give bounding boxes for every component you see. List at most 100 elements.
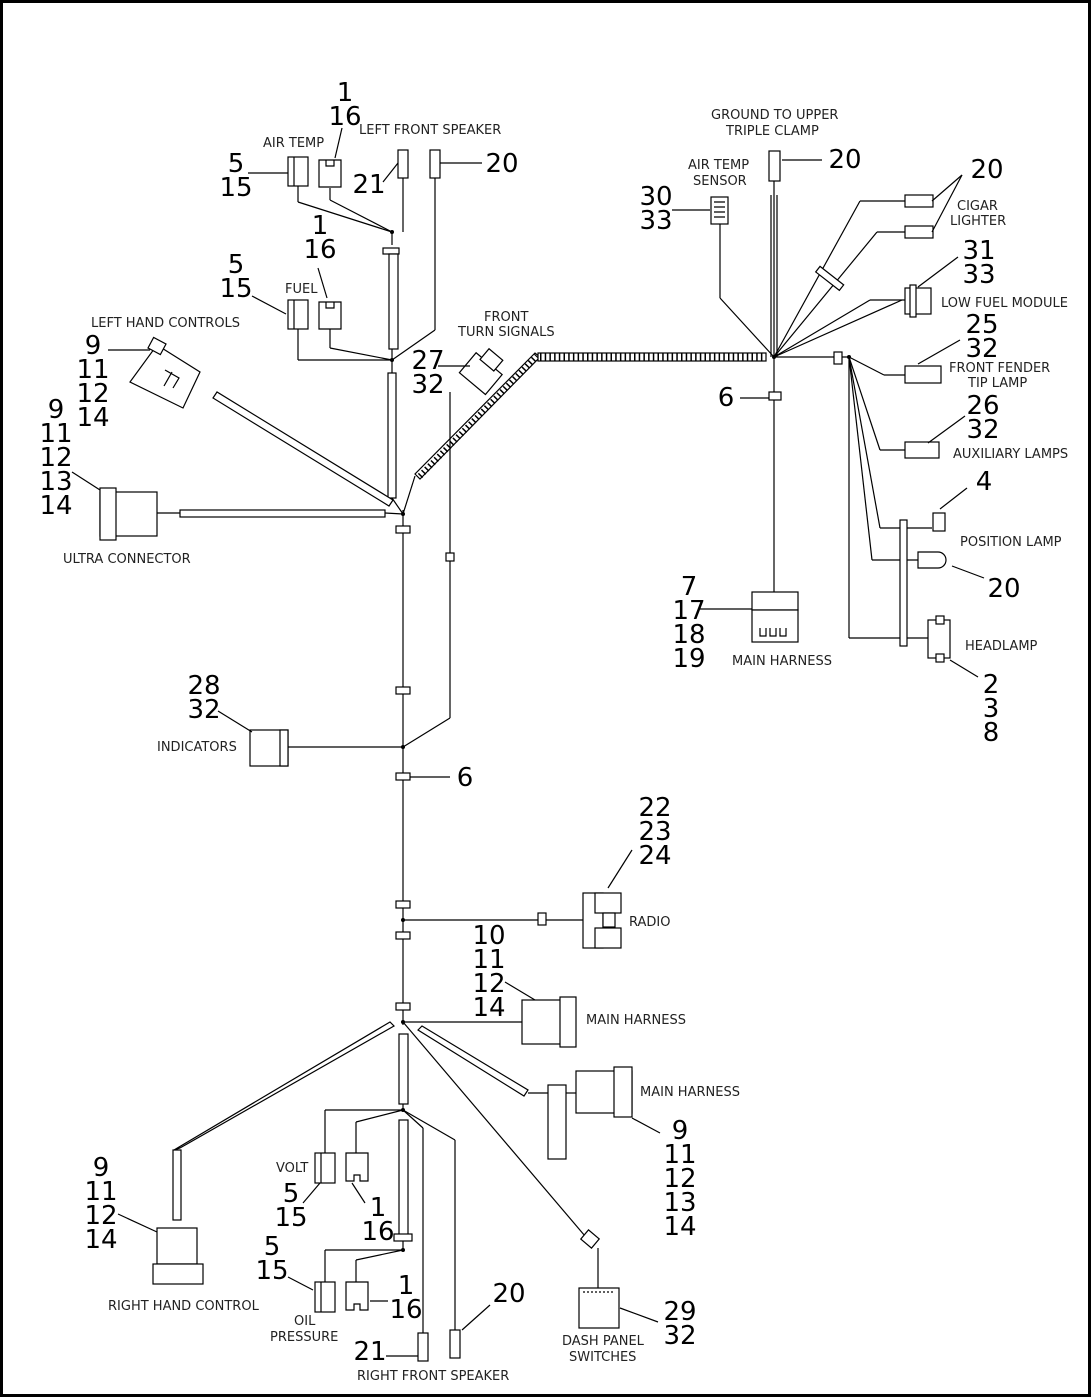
callout-main-top-4: 19 <box>672 644 705 674</box>
callout-main-low-1: 9 <box>672 1116 689 1146</box>
main-harness-mid-branch <box>403 996 577 1048</box>
callout-radio-3: 24 <box>638 841 671 871</box>
callout-left-hand-4: 14 <box>76 403 109 433</box>
label-main-harness-mid: MAIN HARNESS <box>586 1013 686 1028</box>
callout-fuel-conn-1: 1 <box>312 211 329 241</box>
label-front-fender-2: TIP LAMP <box>967 376 1027 391</box>
callout-left-hand-1: 9 <box>85 331 102 361</box>
callout-fuel-2: 15 <box>219 274 252 304</box>
label-oil-2: PRESSURE <box>270 1330 338 1345</box>
text-labels: AIR TEMP LEFT FRONT SPEAKER FUEL LEFT HA… <box>63 108 1068 1384</box>
callout-fender-2: 32 <box>965 334 998 364</box>
callout-oil-2: 15 <box>255 1256 288 1286</box>
callout-volt-conn-1: 1 <box>370 1193 387 1223</box>
label-air-temp: AIR TEMP <box>263 136 324 151</box>
callout-ultra-5: 14 <box>39 491 72 521</box>
label-headlamp: HEADLAMP <box>965 639 1038 654</box>
callout-main-top-1: 7 <box>681 572 698 602</box>
callout-main-mid-3: 12 <box>472 969 505 999</box>
callout-position-bulb: 20 <box>987 574 1020 604</box>
callout-air-temp-sensor-1: 30 <box>639 182 672 212</box>
callout-left-hand-3: 12 <box>76 379 109 409</box>
callout-right-hand-1: 9 <box>93 1153 110 1183</box>
callout-indicators-1: 28 <box>187 671 220 701</box>
label-right-hand-control: RIGHT HAND CONTROL <box>108 1299 260 1314</box>
callout-fuel-1: 5 <box>228 250 245 280</box>
callout-air-temp-1: 5 <box>228 149 245 179</box>
callout-lf-speaker-right: 20 <box>485 149 518 179</box>
callout-radio-2: 23 <box>638 817 671 847</box>
callout-right-hand-3: 12 <box>84 1201 117 1231</box>
callout-headlamp-2: 3 <box>983 694 1000 724</box>
callout-oil-1: 5 <box>264 1232 281 1262</box>
callout-cigar: 20 <box>970 155 1003 185</box>
callout-main-low-4: 13 <box>663 1188 696 1218</box>
callout-numbers: 5 15 1 16 21 20 5 15 1 16 9 11 12 14 9 1… <box>39 78 1020 1367</box>
label-main-harness-low: MAIN HARNESS <box>640 1085 740 1100</box>
label-dash-1: DASH PANEL <box>562 1334 645 1349</box>
label-right-front-speaker: RIGHT FRONT SPEAKER <box>357 1369 509 1384</box>
label-left-front-speaker: LEFT FRONT SPEAKER <box>359 123 501 138</box>
label-front-fender-1: FRONT FENDER <box>949 361 1050 376</box>
callout-main-mid-2: 11 <box>472 945 505 975</box>
label-ultra-connector: ULTRA CONNECTOR <box>63 552 191 567</box>
callout-rf-left: 21 <box>353 1337 386 1367</box>
label-position-lamp: POSITION LAMP <box>960 535 1062 550</box>
label-air-temp-sensor-1: AIR TEMP <box>688 158 749 173</box>
leader-lines <box>71 127 985 1357</box>
callout-fuel-conn-2: 16 <box>303 235 336 265</box>
callout-headlamp-1: 2 <box>983 670 1000 700</box>
callout-aux-2: 32 <box>966 415 999 445</box>
label-dash-2: SWITCHES <box>569 1350 636 1365</box>
label-cigar-2: LIGHTER <box>950 214 1006 229</box>
callout-turn-signals-1: 27 <box>411 346 444 376</box>
callout-low-fuel-1: 31 <box>962 236 995 266</box>
radio-branch <box>403 892 622 949</box>
label-cigar-1: CIGAR <box>957 199 998 214</box>
left-hand-branch <box>129 336 394 507</box>
callout-turn-signals-2: 32 <box>411 370 444 400</box>
callout-indicators-2: 32 <box>187 695 220 725</box>
callout-clip-left: 6 <box>457 763 474 793</box>
callout-dash-2: 32 <box>663 1321 696 1351</box>
label-main-harness-top: MAIN HARNESS <box>732 654 832 669</box>
callout-low-fuel-2: 33 <box>962 260 995 290</box>
callout-main-mid-4: 14 <box>472 993 505 1023</box>
callout-oil-conn-2: 16 <box>389 1295 422 1325</box>
callout-air-temp-2: 15 <box>219 173 252 203</box>
label-fuel: FUEL <box>285 282 318 297</box>
callout-ground: 20 <box>828 145 861 175</box>
callout-volt-conn-2: 16 <box>361 1217 394 1247</box>
upper-left-branches <box>297 178 436 362</box>
callout-air-temp-conn-2: 16 <box>328 102 361 132</box>
label-ground-2: TRIPLE CLAMP <box>725 124 819 139</box>
callout-right-hand-4: 14 <box>84 1225 117 1255</box>
label-auxiliary-lamps: AUXILIARY LAMPS <box>953 447 1068 462</box>
callout-air-temp-sensor-2: 33 <box>639 206 672 236</box>
callout-fender-1: 25 <box>965 310 998 340</box>
callout-main-top-2: 17 <box>672 596 705 626</box>
label-radio: RADIO <box>629 915 670 930</box>
label-volt: VOLT <box>276 1161 308 1176</box>
callout-main-top-3: 18 <box>672 620 705 650</box>
callout-volt-2: 15 <box>274 1203 307 1233</box>
callout-right-hand-2: 11 <box>84 1177 117 1207</box>
callout-air-temp-conn-1: 1 <box>337 78 354 108</box>
callout-ultra-2: 11 <box>39 419 72 449</box>
label-front-turn-signals-2: TURN SIGNALS <box>457 325 555 340</box>
left-trunk <box>387 360 411 1025</box>
callout-ultra-3: 12 <box>39 443 72 473</box>
label-air-temp-sensor-2: SENSOR <box>693 174 747 189</box>
label-indicators: INDICATORS <box>157 740 237 755</box>
right-cluster <box>710 150 951 663</box>
callout-lf-speaker-left: 21 <box>352 170 385 200</box>
callout-headlamp-3: 8 <box>983 718 1000 748</box>
callout-clip-right: 6 <box>718 383 735 413</box>
indicators-branch <box>249 729 403 767</box>
top-connectors <box>287 149 441 330</box>
callout-main-low-3: 12 <box>663 1164 696 1194</box>
callout-position: 4 <box>976 467 993 497</box>
callout-dash-1: 29 <box>663 1297 696 1327</box>
